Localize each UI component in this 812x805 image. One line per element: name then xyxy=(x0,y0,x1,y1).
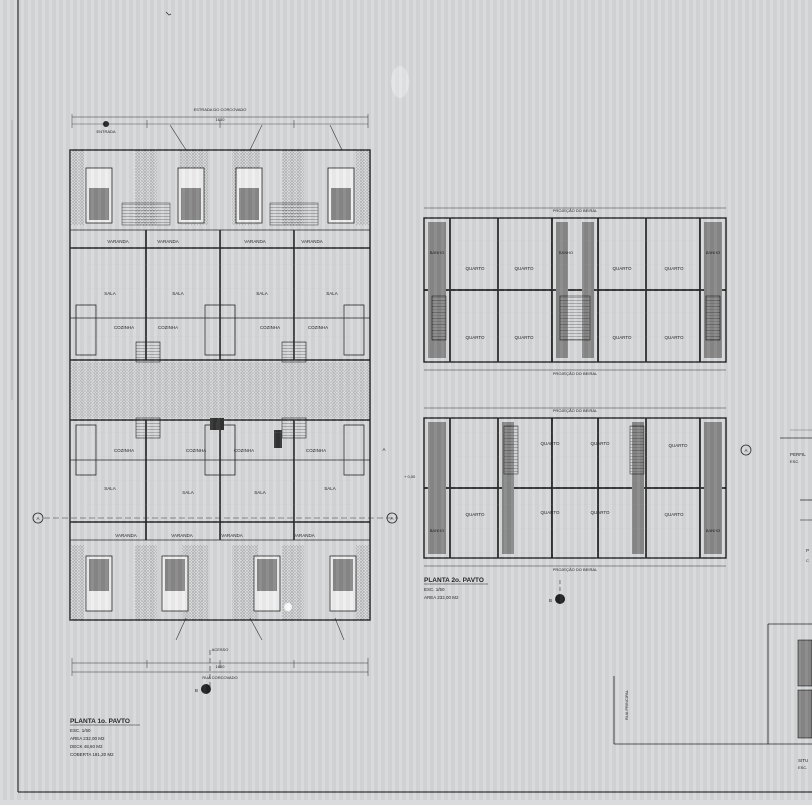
svg-text:A: A xyxy=(744,448,747,453)
plan2-projection-mid: PROJEÇÃO DO BEIRAL xyxy=(553,371,598,376)
room-sala-7: SALA xyxy=(254,490,266,495)
road-top-label: ESTRADA DO CORCOVADO xyxy=(194,107,247,112)
room-cozinha-8: COZINHA xyxy=(306,448,326,453)
room-varanda-1: VARANDA xyxy=(107,239,128,244)
room-banho-2: BANHO xyxy=(559,250,573,255)
room-sala-5: SALA xyxy=(104,486,116,491)
plan1-scale: ESC. 1/50 xyxy=(70,728,91,733)
room-quarto-10: QUARTO xyxy=(590,441,610,446)
pen-mark xyxy=(165,11,172,16)
room-cozinha-7: COZINHA xyxy=(234,448,254,453)
svg-text:B: B xyxy=(195,688,198,693)
room-varanda-3: VARANDA xyxy=(244,239,265,244)
section-marker-b-bottom: B xyxy=(195,684,211,694)
room-quarto-3: QUARTO xyxy=(612,266,632,271)
room-quarto-4: QUARTO xyxy=(664,266,684,271)
perfil-label: PERFIL xyxy=(790,452,806,457)
room-quarto-5: QUARTO xyxy=(465,335,485,340)
room-quarto-14: QUARTO xyxy=(590,510,610,515)
room-quarto-9: QUARTO xyxy=(540,441,560,446)
sheet-border xyxy=(11,0,812,793)
room-cozinha-6: COZINHA xyxy=(186,448,206,453)
room-varanda-7: VARANDA xyxy=(221,533,242,538)
room-quarto-13: QUARTO xyxy=(540,510,560,515)
room-varanda-8: VARANDA xyxy=(293,533,314,538)
plan2-title: PLANTA 2o. PAVTO xyxy=(424,577,484,584)
svg-text:A: A xyxy=(36,516,39,521)
room-sala-8: SALA xyxy=(324,486,336,491)
room-quarto-8: QUARTO xyxy=(664,335,684,340)
plan1-coberta: COBERTA 181,20 M2 xyxy=(70,752,114,757)
room-banho-3: BANHO xyxy=(706,250,720,255)
plan1-deck: DECK 48,60 M2 xyxy=(70,744,103,749)
perfil-c-label: C xyxy=(806,558,809,563)
plan-2nd-floor-upper xyxy=(423,207,727,371)
plan-1st-floor xyxy=(44,114,398,690)
room-quarto-7: QUARTO xyxy=(612,335,632,340)
svg-text:A: A xyxy=(390,516,393,521)
plan-2nd-floor-lower xyxy=(423,407,727,600)
perfil-p-label: P xyxy=(806,548,809,553)
plan2-area: AREA 232,00 M2 xyxy=(424,595,459,600)
room-sala-1: SALA xyxy=(104,291,116,296)
plan2-projection-bottom: PROJEÇÃO DO BEIRAL xyxy=(553,567,598,572)
svg-text:A: A xyxy=(382,447,385,452)
plan2-scale: ESC. 1/50 xyxy=(424,587,445,592)
plan1-title: PLANTA 1o. PAVTO xyxy=(70,718,130,725)
section-marker-b-mid: B xyxy=(549,594,565,604)
room-sala-3: SALA xyxy=(256,291,268,296)
room-cozinha-3: COZINHA xyxy=(260,325,280,330)
room-cozinha-2: COZINHA xyxy=(158,325,178,330)
room-quarto-11: QUARTO xyxy=(668,443,688,448)
room-quarto-2: QUARTO xyxy=(514,266,534,271)
side-level-label: + 0,00 xyxy=(404,474,416,479)
dimension-total-top: 1600 xyxy=(216,117,226,122)
room-cozinha-1: COZINHA xyxy=(114,325,134,330)
room-sala-6: SALA xyxy=(182,490,194,495)
section-marker-a-upper: A xyxy=(382,447,385,452)
section-marker-a-left: A xyxy=(32,512,44,524)
room-varanda-6: VARANDA xyxy=(171,533,192,538)
road-bottom-label: RUA CORCOVADO xyxy=(202,675,237,680)
room-quarto-6: QUARTO xyxy=(514,335,534,340)
scan-spot xyxy=(284,603,292,611)
room-quarto-12: QUARTO xyxy=(465,512,485,517)
room-cozinha-5: COZINHA xyxy=(114,448,134,453)
perfil-section xyxy=(780,429,812,521)
situation-label: SITU xyxy=(798,758,808,763)
room-banho-1: BANHO xyxy=(430,250,444,255)
plan2-projection-top: PROJEÇÃO DO BEIRAL xyxy=(553,208,598,213)
svg-text:B: B xyxy=(549,598,552,603)
room-banho-5: BANHO xyxy=(706,528,720,533)
gate-top-label: ENTRADA xyxy=(96,129,115,134)
dimension-total-bottom: 1600 xyxy=(216,664,226,669)
room-sala-2: SALA xyxy=(172,291,184,296)
street-label: RUA PRINCIPAL xyxy=(624,689,629,720)
room-sala-4: SALA xyxy=(326,291,338,296)
room-varanda-5: VARANDA xyxy=(115,533,136,538)
entrance-marker xyxy=(103,121,109,127)
section-marker-a-right: A xyxy=(740,444,752,456)
situation-scale: ESC. xyxy=(798,765,807,770)
room-quarto-1: QUARTO xyxy=(465,266,485,271)
plan1-area: AREA 232,00 M2 xyxy=(70,736,105,741)
room-banho-4: BANHO xyxy=(430,528,444,533)
room-varanda-2: VARANDA xyxy=(157,239,178,244)
perfil-scale: ESC. xyxy=(790,459,799,464)
room-varanda-4: VARANDA xyxy=(301,239,322,244)
section-marker-a-mid: A xyxy=(386,512,398,524)
scan-glare xyxy=(391,66,409,98)
room-quarto-15: QUARTO xyxy=(664,512,684,517)
situation-plan xyxy=(613,623,812,745)
plan2-projection-lower-top: PROJEÇÃO DO BEIRAL xyxy=(553,408,598,413)
gate-bottom-label: ACESSO xyxy=(212,647,229,652)
room-cozinha-4: COZINHA xyxy=(308,325,328,330)
